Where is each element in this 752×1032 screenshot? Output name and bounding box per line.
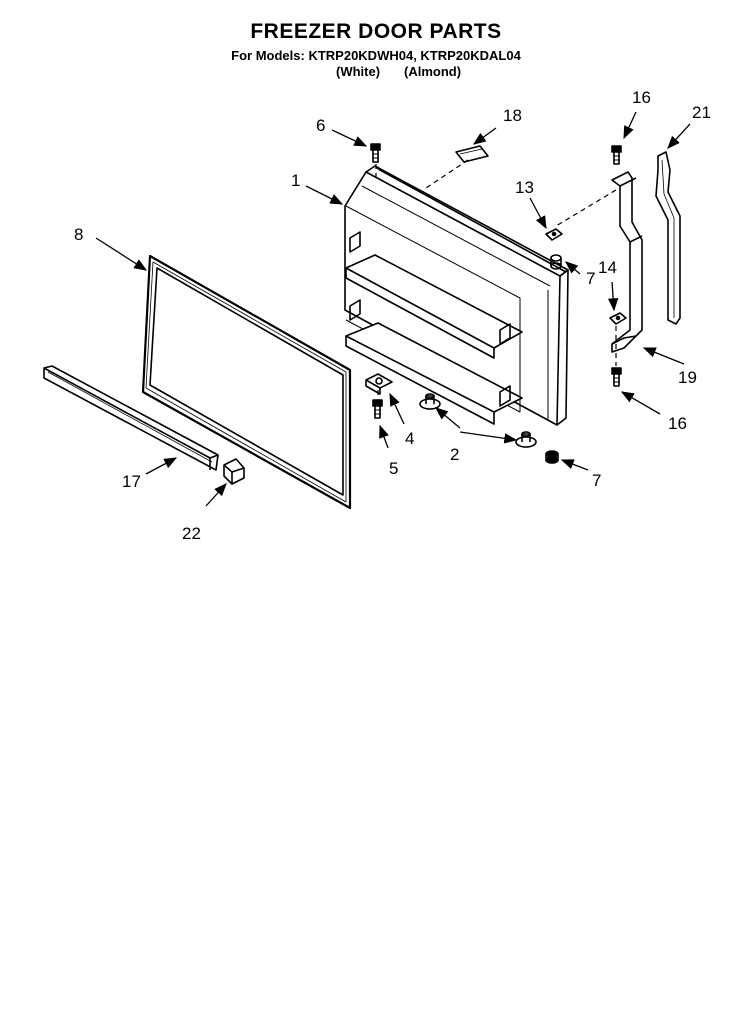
seal-strip [655, 151, 681, 325]
part-label-4: 4 [405, 429, 414, 448]
part-label-7-top: 7 [586, 269, 595, 288]
hinge-bushing-bottom [545, 450, 559, 464]
part-label-19: 19 [678, 368, 697, 387]
door-stop [365, 373, 393, 395]
hinge-shim-13 [545, 228, 563, 241]
hinge-shim-14 [609, 312, 627, 325]
handle-trim [43, 365, 219, 471]
door-label [455, 145, 489, 163]
part-label-1: 1 [291, 171, 300, 190]
part-number-labels: 1 2 4 5 6 7 7 8 13 14 16 16 17 18 19 21 … [74, 88, 711, 543]
door-glide-left [419, 393, 441, 410]
models-line: For Models: KTRP20KDWH04, KTRP20KDAL04 [231, 48, 521, 63]
screw-part-16-bottom [611, 367, 622, 387]
part-label-2: 2 [450, 445, 459, 464]
color-almond-label: (Almond) [404, 64, 462, 79]
part-label-22: 22 [182, 524, 201, 543]
part-label-7-bottom: 7 [592, 471, 601, 490]
screw-part-6 [370, 143, 381, 163]
hinge-bracket [611, 171, 643, 353]
door-liner [344, 165, 569, 426]
part-label-16-top: 16 [632, 88, 651, 107]
part-label-13: 13 [515, 178, 534, 197]
diagram-title: FREEZER DOOR PARTS [250, 20, 502, 43]
part-label-6: 6 [316, 116, 325, 135]
part-label-18: 18 [503, 106, 522, 125]
part-label-17: 17 [122, 472, 141, 491]
hinge-bushing-top [550, 254, 562, 270]
screw-part-16-top [611, 145, 622, 165]
part-label-5: 5 [389, 459, 398, 478]
alignment-lines [375, 159, 617, 400]
part-label-21: 21 [692, 103, 711, 122]
part-label-8: 8 [74, 225, 83, 244]
part-label-14: 14 [598, 258, 617, 277]
screw-part-5 [372, 399, 383, 419]
door-gasket [141, 254, 352, 510]
door-glide-right [515, 431, 537, 448]
color-white-label: (White) [336, 64, 381, 79]
part-label-16-bottom: 16 [668, 414, 687, 433]
leader-lines [95, 111, 691, 507]
end-cap [223, 458, 245, 485]
